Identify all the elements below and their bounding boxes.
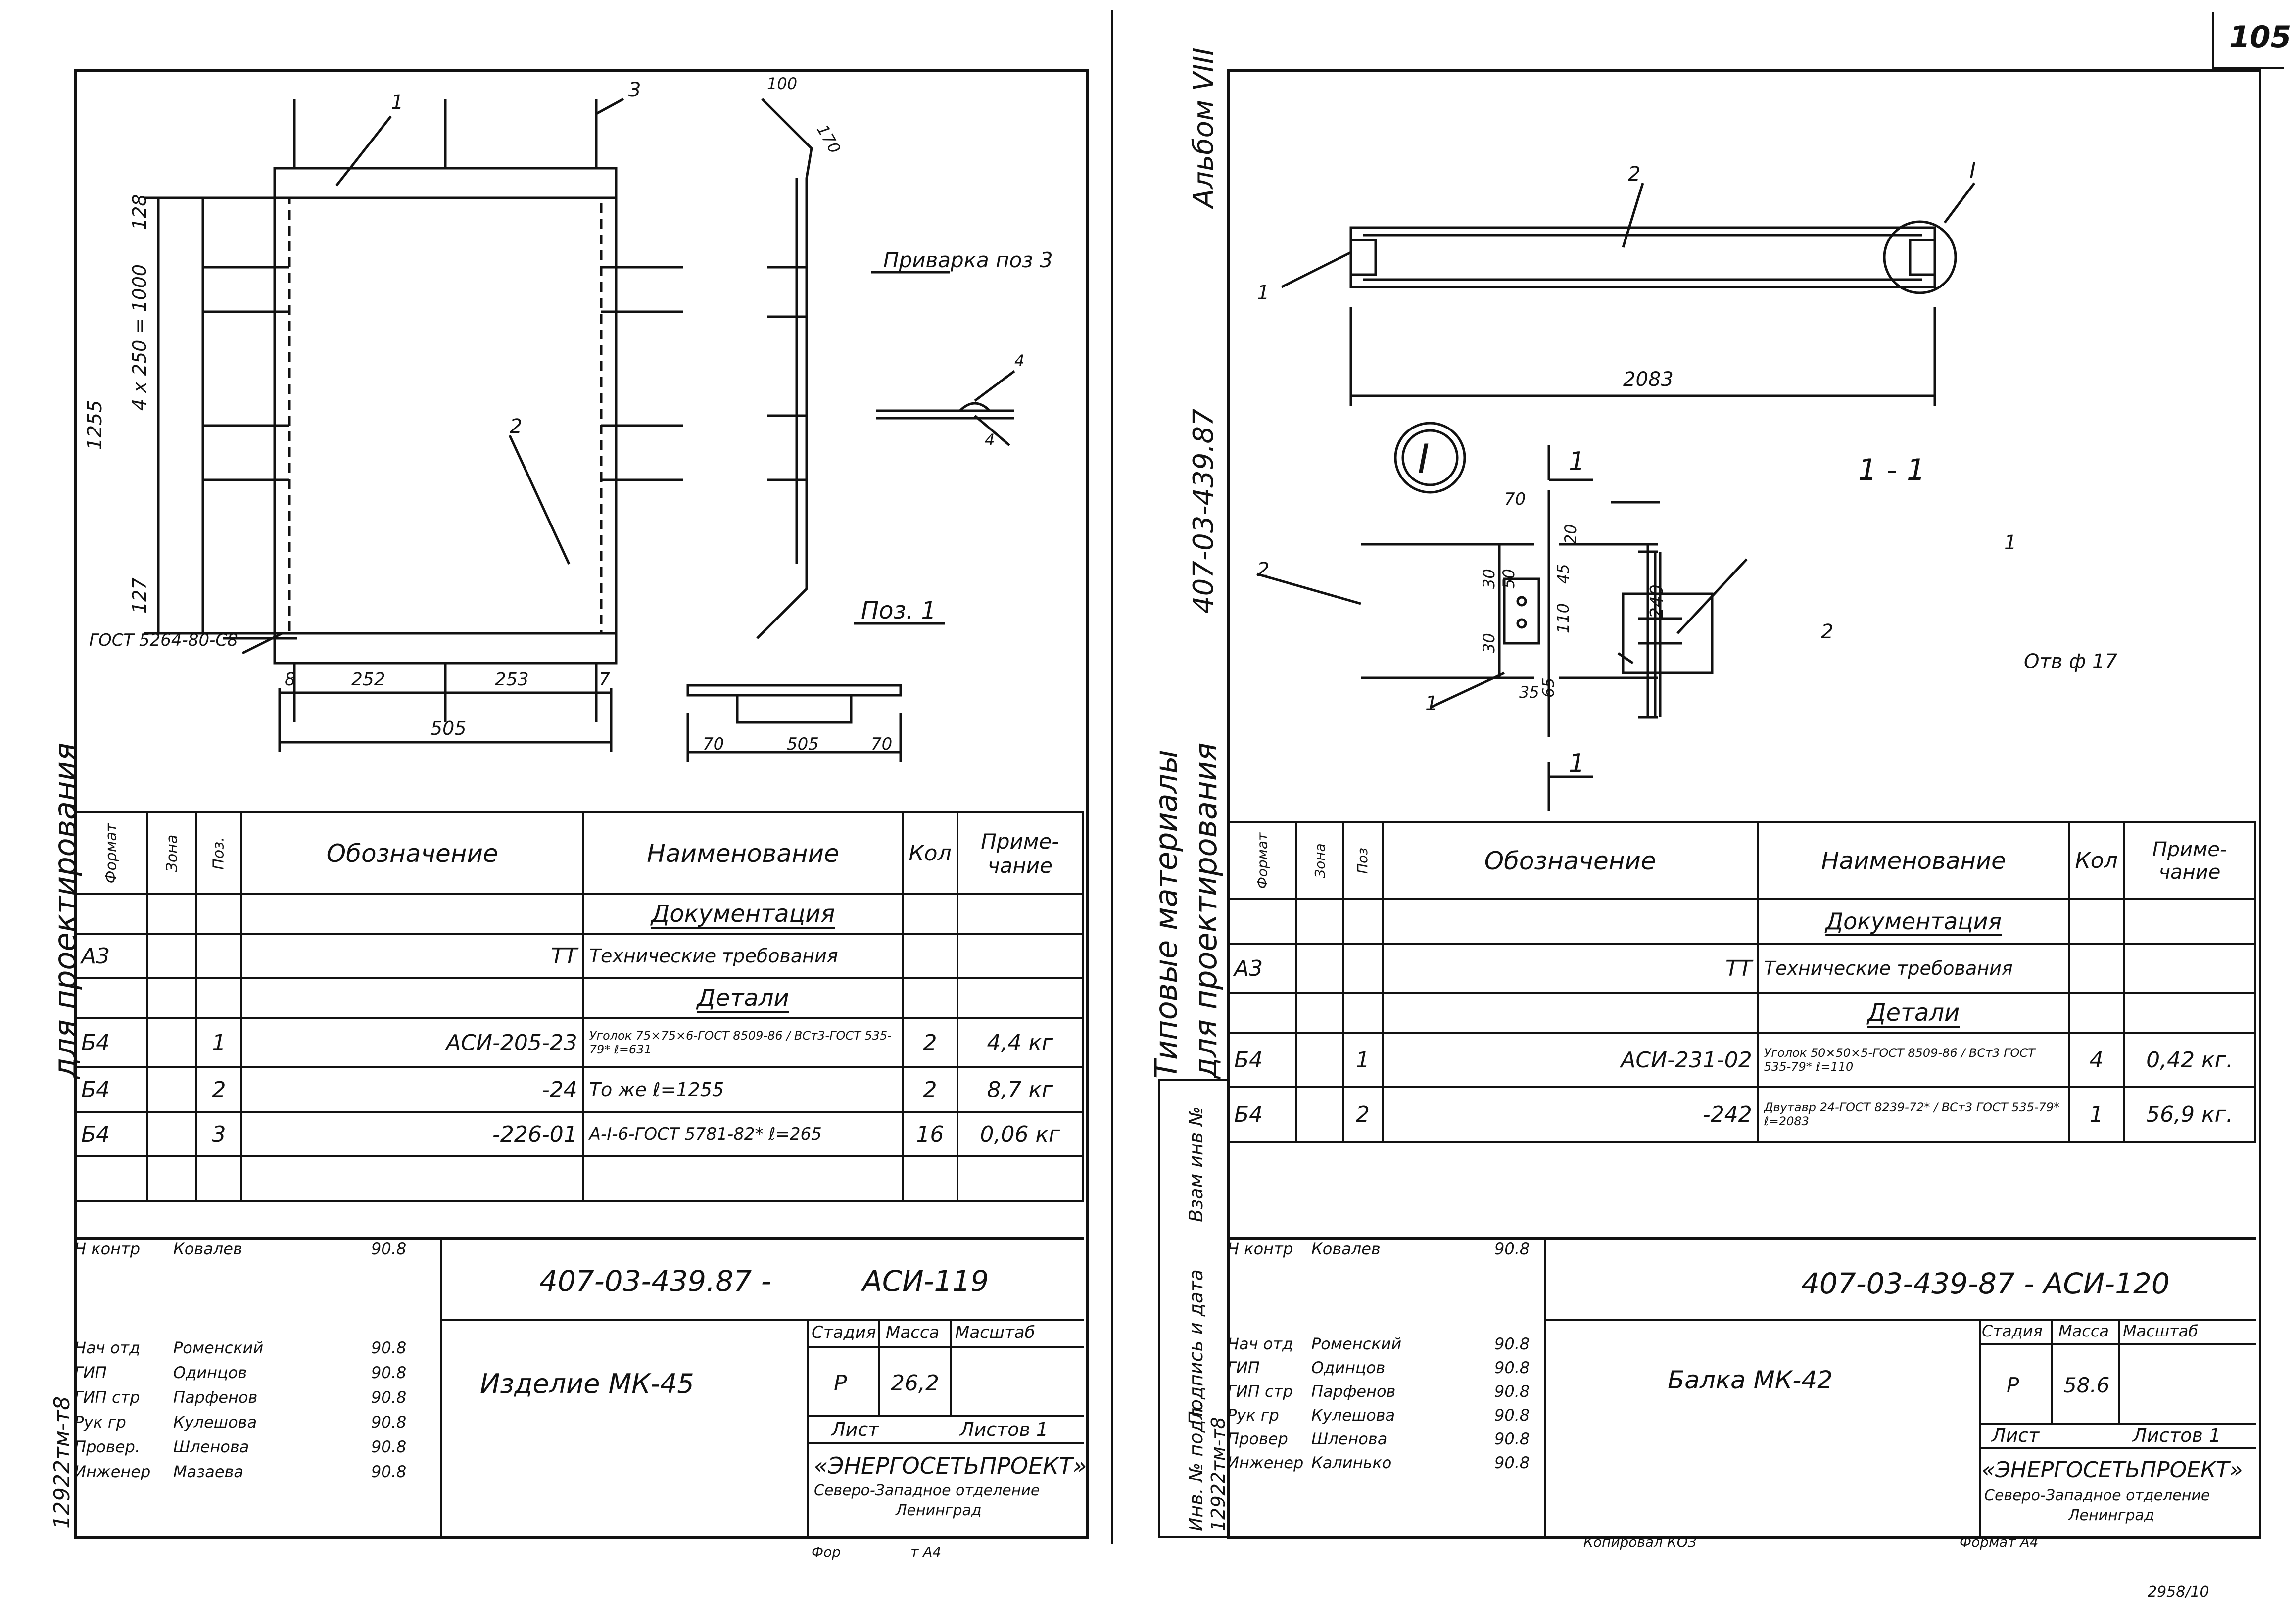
svg-text:45: 45	[1554, 564, 1573, 584]
svg-text:253: 253	[495, 669, 529, 690]
svg-text:30: 30	[1480, 569, 1498, 589]
lbl-3: 3	[628, 79, 641, 101]
svg-text:2: 2	[1628, 163, 1640, 186]
left-drawing-code: 407-03-439.87 - АСИ-119	[539, 1264, 989, 1298]
svg-text:127: 127	[129, 577, 150, 614]
svg-text:Отв ф 17: Отв ф 17	[2024, 650, 2117, 673]
svg-text:252: 252	[351, 669, 385, 690]
svg-text:1: 1	[1425, 692, 1437, 715]
svg-text:1: 1	[1569, 749, 1585, 778]
right-stamp-column	[1158, 1079, 1229, 1538]
svg-text:70: 70	[871, 734, 892, 754]
lbl-2: 2	[510, 415, 522, 438]
svg-text:505: 505	[787, 734, 819, 754]
page-number-box	[2212, 12, 2284, 69]
svg-text:2083: 2083	[1623, 368, 1674, 391]
svg-text:240: 240	[1647, 584, 1667, 619]
right-item-name: Балка МК-42	[1668, 1366, 1833, 1394]
svg-text:65: 65	[1539, 677, 1558, 698]
album-label: Альбом VIII	[1188, 48, 1220, 208]
right-sheet-frame	[1227, 69, 2261, 1539]
svg-text:35: 35	[1519, 683, 1539, 702]
svg-text:1: 1	[1569, 447, 1585, 477]
right-drawing-code: 407-03-439-87 - АСИ-120	[1801, 1267, 2170, 1300]
svg-text:ГОСТ 5264-80-С8: ГОСТ 5264-80-С8	[89, 630, 238, 650]
lbl-1: 1	[391, 91, 403, 114]
table-row: А3 ТТ Технические требования	[74, 933, 1084, 979]
svg-text:7: 7	[599, 669, 610, 690]
left-inventory-number: 12922тм-т8	[49, 1396, 75, 1529]
svg-text:128: 128	[129, 194, 150, 230]
svg-text:170: 170	[813, 121, 844, 157]
right-spec-table: Формат Зона Поз Обозначение Наименование…	[1227, 821, 2257, 1143]
svg-text:1: 1	[2004, 531, 2016, 554]
stamp-inv: Инв. № подл.	[1185, 1401, 1207, 1531]
node-mark: I	[1969, 158, 1976, 184]
hdr-name: Наименование	[582, 811, 904, 895]
left-item-name: Изделие МК-45	[480, 1368, 694, 1399]
svg-text:4: 4	[985, 430, 995, 449]
right-vertical-label-1: Типовые материалы	[1148, 749, 1184, 1079]
center-fold-line	[1111, 10, 1113, 1544]
left-sheet-frame	[74, 69, 1089, 1539]
svg-text:20: 20	[1561, 524, 1580, 544]
left-drawing: 1 2 3 128 4 x 250 = 1000 127 1255 8 252 …	[84, 74, 1053, 762]
album-code: 407-03-439.87	[1188, 408, 1220, 614]
svg-text:70: 70	[1504, 489, 1526, 509]
section-title: 1 - 1	[1858, 453, 1925, 487]
svg-text:30: 30	[1480, 633, 1498, 653]
svg-text:1: 1	[1257, 282, 1269, 304]
stamp-vzam: Взам инв №	[1185, 1106, 1207, 1222]
right-inventory-number: 12922тм-т8	[1207, 1417, 1229, 1531]
svg-text:50: 50	[1499, 569, 1518, 589]
svg-text:100: 100	[767, 74, 797, 93]
left-spec-table: Формат Зона Поз. Обозначение Наименовани…	[74, 811, 1084, 1202]
node-i: I	[1418, 436, 1430, 482]
svg-text:4: 4	[1014, 351, 1024, 370]
svg-text:110: 110	[1554, 603, 1573, 633]
svg-text:1255: 1255	[84, 400, 106, 450]
svg-text:4 x 250 = 1000: 4 x 250 = 1000	[129, 264, 150, 411]
svg-text:Поз. 1: Поз. 1	[861, 597, 936, 624]
svg-text:70: 70	[703, 734, 724, 754]
hdr-format: Формат	[74, 811, 148, 895]
right-drawing: I 2 1 2083 I 1 1 1 - 1 1 2 Отв ф 17 2 1 …	[1256, 158, 2117, 811]
hdr-designation: Обозначение	[240, 811, 584, 895]
table-row: А3 ТТ Технические требования	[1227, 943, 2257, 994]
svg-text:8: 8	[285, 669, 296, 690]
frame-outline	[273, 167, 618, 665]
right-vertical-label-2: для проектирования	[1188, 742, 1224, 1079]
svg-text:Приварка поз 3: Приварка поз 3	[883, 248, 1053, 272]
svg-text:505: 505	[430, 717, 467, 739]
svg-text:2: 2	[1257, 559, 1269, 581]
page-number: 105	[2229, 20, 2292, 54]
svg-text:2: 2	[1821, 620, 1833, 643]
